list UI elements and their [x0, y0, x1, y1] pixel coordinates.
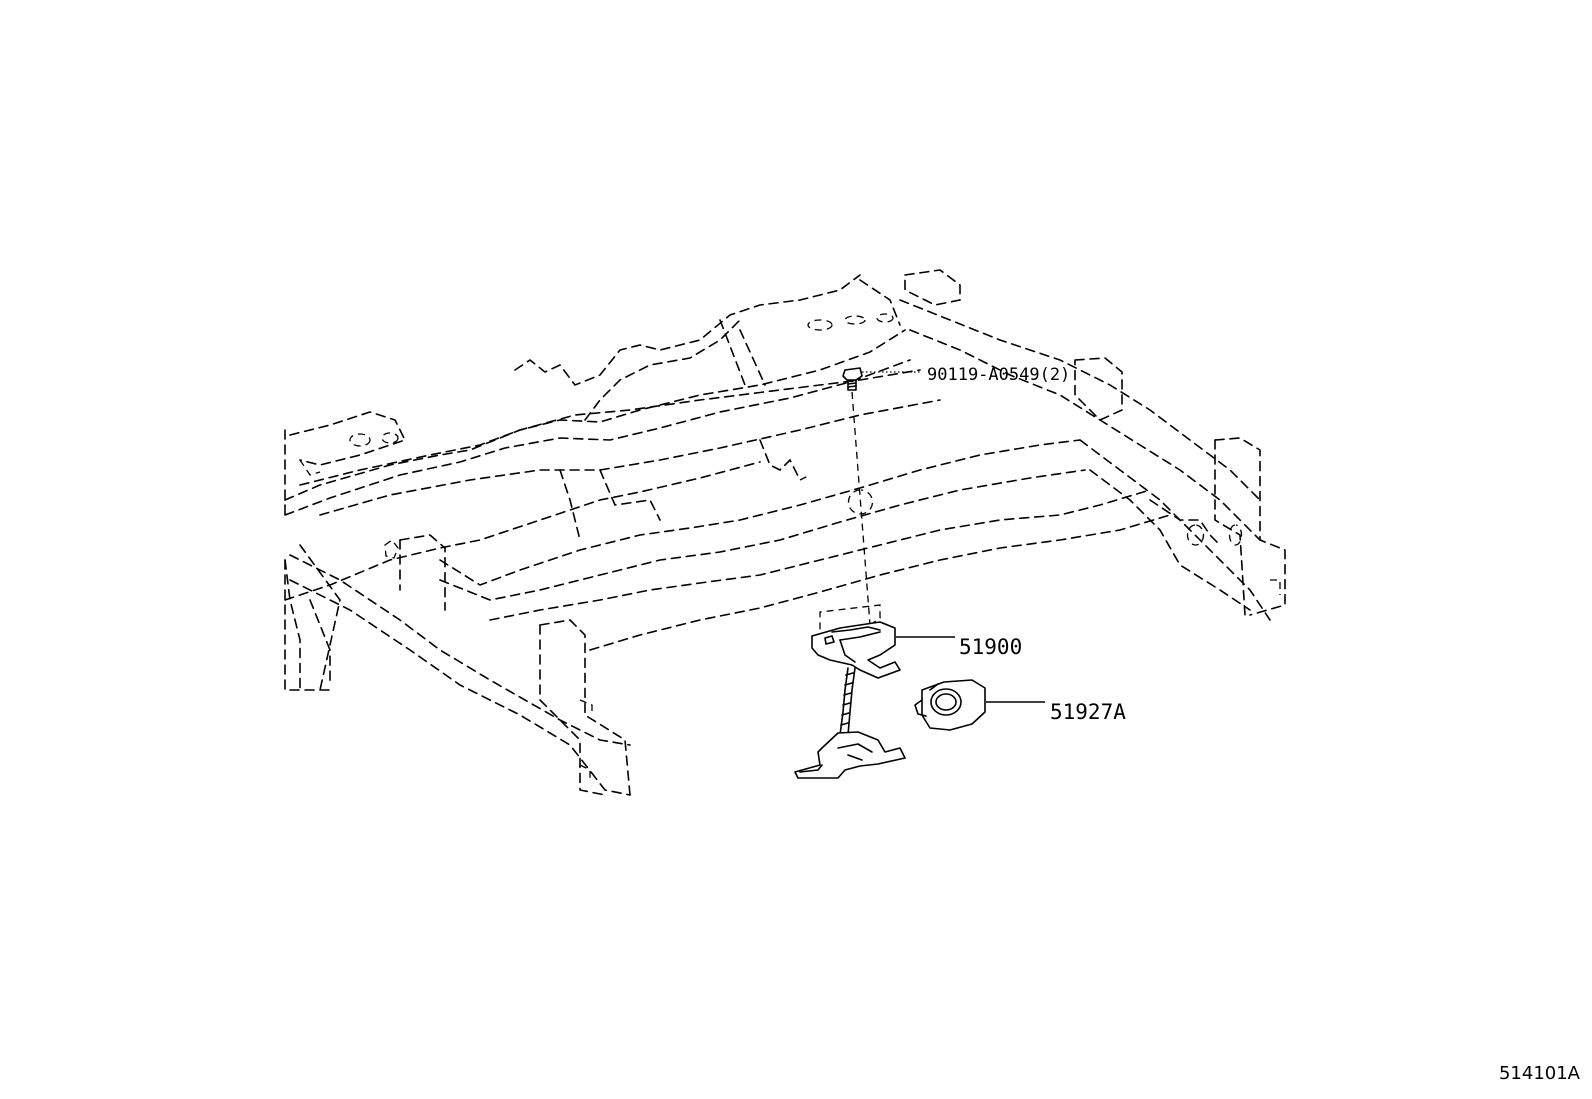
part-number-cover-label[interactable]: 51927A	[1050, 700, 1126, 724]
part-number-bolt-label[interactable]: 90119-A0549(2)	[927, 365, 1071, 385]
bolt-part	[842, 367, 922, 391]
carrier-cover-part	[914, 679, 1045, 731]
vehicle-frame-outline	[284, 269, 1286, 796]
spare-wheel-carrier-part	[794, 621, 955, 779]
part-number-carrier-label[interactable]: 51900	[959, 635, 1023, 659]
illustration-number: 514101A	[1498, 1063, 1580, 1084]
bolt-alignment-line	[819, 391, 881, 640]
